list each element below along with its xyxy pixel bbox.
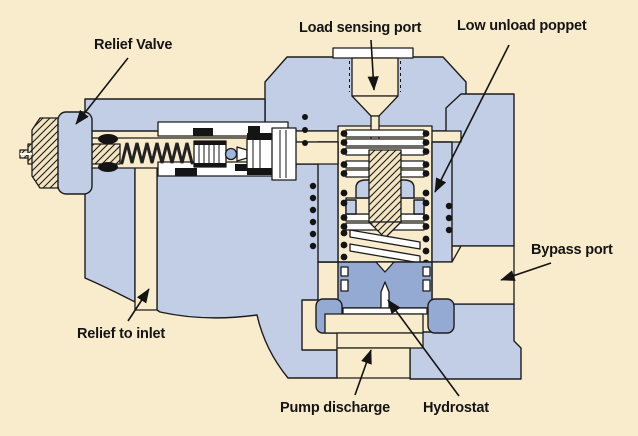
arrow-low-unload-poppet (434, 44, 510, 193)
relief-outlet-passage (293, 141, 339, 165)
arrow-pump-discharge (354, 349, 372, 396)
label-load-sensing-port: Load sensing port (299, 20, 422, 36)
spool-rod (368, 149, 402, 223)
relief-ball (224, 147, 238, 161)
housing-body (84, 56, 522, 380)
arrow-hydrostat (387, 299, 460, 397)
hydrostat-spring-assembly (340, 129, 430, 267)
label-hydrostat: Hydrostat (423, 400, 489, 416)
arrow-bypass-port (500, 262, 552, 281)
relief-spring (120, 142, 194, 165)
label-low-unload-poppet: Low unload poppet (457, 18, 587, 34)
relief-to-inlet-channel (134, 163, 158, 311)
label-bypass-port: Bypass port (531, 242, 613, 258)
arrow-load-sensing-port (367, 39, 379, 91)
o-ring-seals (309, 182, 453, 250)
hydrostat-chamber (315, 261, 455, 334)
label-relief-to-inlet: Relief to inlet (77, 326, 166, 342)
relief-end-cap (271, 127, 297, 181)
relief-poppet-cone (236, 146, 248, 162)
label-pump-discharge: Pump discharge (280, 400, 391, 416)
relief-valve-assembly (19, 111, 308, 195)
pump-discharge-port (324, 307, 428, 379)
arrow-relief-to-inlet (127, 288, 150, 322)
arrow-relief-valve (75, 57, 129, 125)
label-relief-valve: Relief Valve (94, 37, 173, 53)
spring-coil-ends (340, 130, 430, 267)
relief-valve-retainer (57, 111, 93, 195)
annotation-arrows (75, 39, 552, 397)
